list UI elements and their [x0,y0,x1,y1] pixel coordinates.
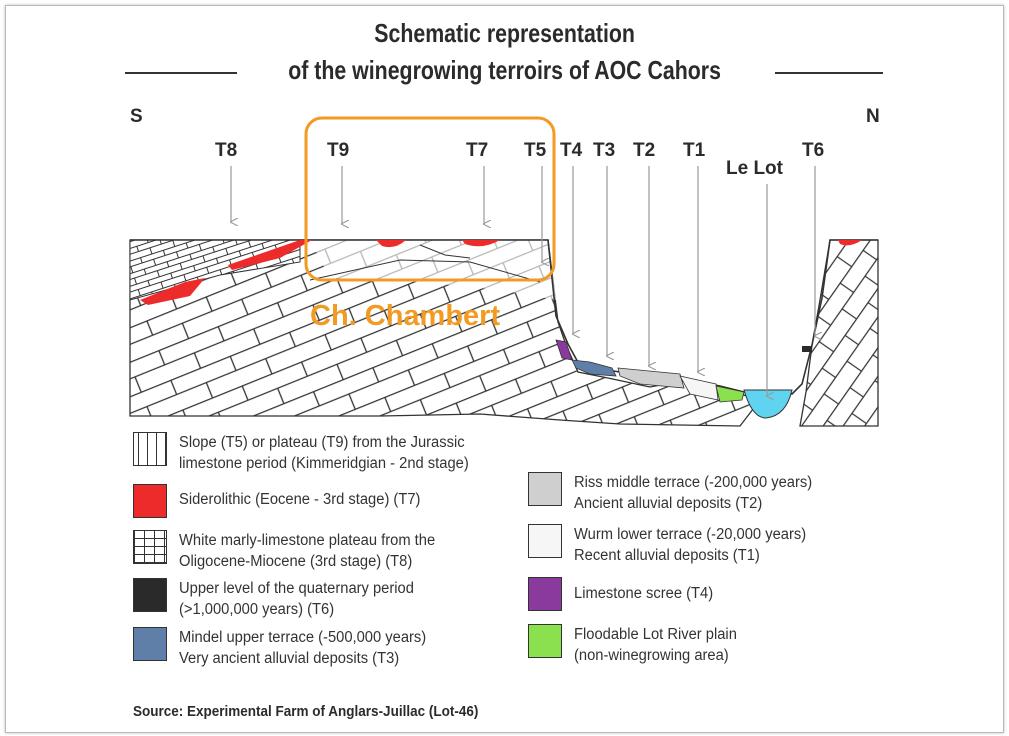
compass-north: N [866,106,880,127]
lot-river [743,389,793,419]
legend-item-mindel: Mindel upper terrace (-500,000 years) Ve… [133,627,439,669]
legend-label: Floodable Lot River plain [574,626,737,643]
siderolithic-pocket [140,278,205,305]
legend-label: Wurm lower terrace (-20,000 years) [574,526,807,543]
riss-terrace-T2 [617,367,685,389]
legend-label: (>1,000,000 years) (T6) [179,601,335,618]
legend-swatch [133,627,167,661]
legend-label: Recent alluvial deposits (T1) [574,547,760,564]
marker-T9: T9 [327,140,349,161]
legend-label: Very ancient alluvial deposits (T3) [179,650,400,667]
legend-swatch [133,578,167,612]
legend-label: Slope (T5) or plateau (T9) from the Jura… [179,434,465,451]
source-caption: Source: Experimental Farm of Anglars-Jui… [133,703,479,720]
legend-label: Siderolithic (Eocene - 3rd stage) (T7) [179,491,421,508]
chambert-annotation: Ch. Chambert [310,300,501,332]
legend-swatch [528,524,562,558]
right-cliff [799,239,879,427]
siderolithic-pocket [462,240,500,247]
quaternary-upper-level-T6 [802,346,812,352]
legend-label: Mindel upper terrace (-500,000 years) [179,629,427,646]
legend-label: Ancient alluvial deposits (T2) [574,495,763,512]
legend-item-flood-plain: Floodable Lot River plain (non-winegrowi… [528,624,745,666]
compass-south: S [130,106,143,127]
siderolithic-pocket [228,240,312,270]
chambert-highlight-box [304,116,556,282]
marker-T8: T8 [215,140,237,161]
legend-item-slope: Slope (T5) or plateau (T9) from the Jura… [133,432,484,474]
legend-item-quaternary: Upper level of the quaternary period (>1… [133,578,426,620]
marker-T4: T4 [560,140,583,161]
marker-T3: T3 [593,140,615,161]
wurm-terrace-T1 [679,375,719,401]
legend-item-siderolithic: Siderolithic (Eocene - 3rd stage) (T7) [133,484,433,518]
legend-swatch [133,432,167,466]
marker-le-lot: Le Lot [726,158,784,179]
title-rule-left [125,72,237,74]
legend-label: Limestone scree (T4) [574,585,714,602]
legend-label: Riss middle terrace (-200,000 years) [574,474,813,491]
flood-plain [715,385,745,403]
legend-label: Upper level of the quaternary period [179,580,414,597]
marker-T5: T5 [524,140,547,161]
legend-item-wurm: Wurm lower terrace (-20,000 years) Recen… [528,524,818,566]
title-rule-right [775,72,883,74]
title-line-2: of the winegrowing terroirs of AOC Cahor… [288,55,721,85]
legend-item-riss: Riss middle terrace (-200,000 years) Anc… [528,472,825,514]
marker-T1: T1 [683,140,706,161]
marker-T2: T2 [633,140,655,161]
legend-swatch [528,577,562,611]
legend-item-marly-limestone: White marly-limestone plateau from the O… [133,530,449,572]
legend-label: (non-winegrowing area) [574,647,729,664]
marker-T6: T6 [802,140,824,161]
legend-item-limestone-scree: Limestone scree (T4) [528,577,720,611]
mindel-terrace-T3 [571,359,617,377]
legend-label: White marly-limestone plateau from the [179,532,436,549]
legend-swatch [528,472,562,506]
siderolithic-pocket [376,240,406,248]
title-line-1: Schematic representation [374,18,635,48]
legend-swatch [528,624,562,658]
legend-swatch [133,484,167,518]
siderolithic-pocket [838,240,862,246]
legend-label: Oligocene-Miocene (3rd stage) (T8) [179,553,413,570]
legend-swatch [133,530,167,564]
marker-T7: T7 [466,140,488,161]
legend-label: limestone period (Kimmeridgian - 2nd sta… [179,455,469,472]
